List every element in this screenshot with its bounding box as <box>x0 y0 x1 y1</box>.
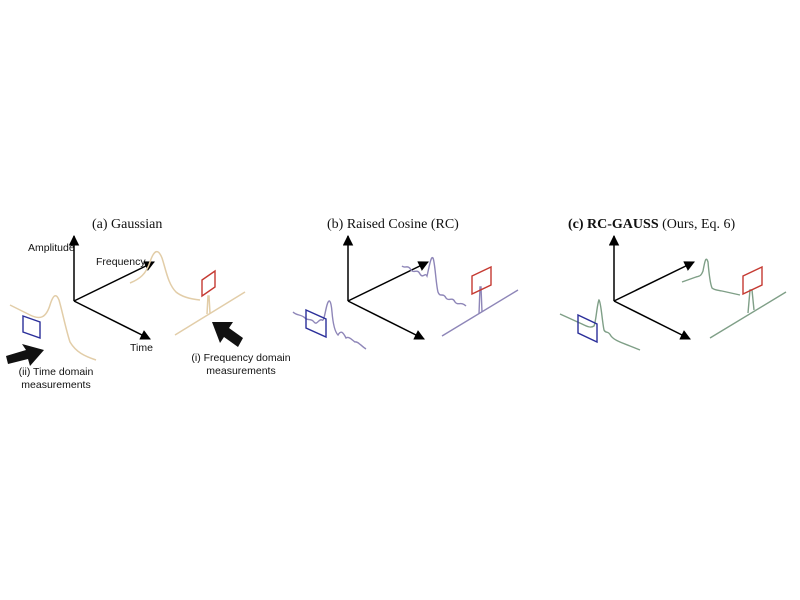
gaussian-frequency-spike <box>206 295 211 315</box>
frequency-domain-note-line2: measurements <box>206 365 276 377</box>
axis-label-time: Time <box>130 342 153 354</box>
frequency-axis-b <box>347 261 429 302</box>
axis-label-amplitude: Amplitude <box>28 242 75 254</box>
panel-title-rc-gauss-bold: (c) RC-GAUSS <box>568 217 659 232</box>
time-window-box-b <box>305 308 327 339</box>
panel-a <box>6 234 246 366</box>
panel-title-gaussian: (a) Gaussian <box>92 217 163 232</box>
time-axis-b <box>347 300 425 340</box>
frequency-domain-note: (i) Frequency domain measurements <box>186 352 296 378</box>
time-axis-a <box>73 300 151 340</box>
axes-a <box>68 234 155 340</box>
gaussian-frequency-curve <box>129 250 201 301</box>
axes-b <box>342 234 429 340</box>
time-domain-note-line2: measurements <box>21 379 91 391</box>
panel-c <box>559 234 787 351</box>
rc-gauss-frequency-spike <box>747 289 755 314</box>
rc-gauss-frequency-curve <box>681 258 741 296</box>
frequency-axis-a <box>73 261 155 302</box>
raised-cosine-frequency-line <box>441 289 519 337</box>
time-domain-note: (ii) Time domain measurements <box>10 366 102 392</box>
rc-gauss-frequency-line <box>709 291 787 339</box>
panel-title-rc-gauss: (c) RC-GAUSS (Ours, Eq. 6) <box>568 217 735 233</box>
time-window-box-a <box>22 315 41 339</box>
time-domain-arrow <box>6 344 44 366</box>
rc-gauss-time-curve <box>559 298 641 351</box>
frequency-window-box-c <box>742 265 763 296</box>
axis-label-frequency: Frequency <box>96 256 146 268</box>
frequency-axis-c <box>613 261 695 302</box>
frequency-window-box-a <box>201 269 216 298</box>
gaussian-frequency-line <box>174 291 246 336</box>
raised-cosine-frequency-spike <box>478 286 483 315</box>
time-window-box-c <box>577 313 598 344</box>
panel-title-rc-gauss-rest: (Ours, Eq. 6) <box>658 217 736 232</box>
frequency-window-box-b <box>471 265 492 296</box>
time-domain-note-line1: (ii) Time domain <box>18 366 94 378</box>
frequency-domain-arrow <box>212 322 243 347</box>
axes-c <box>608 234 695 340</box>
frequency-domain-note-line1: (i) Frequency domain <box>191 352 291 364</box>
gaussian-time-curve <box>9 295 97 361</box>
raised-cosine-time-curve <box>292 300 367 350</box>
raised-cosine-frequency-curve <box>401 256 467 307</box>
time-axis-c <box>613 300 691 340</box>
panel-b <box>292 234 519 350</box>
panel-title-raised-cosine: (b) Raised Cosine (RC) <box>327 217 459 232</box>
